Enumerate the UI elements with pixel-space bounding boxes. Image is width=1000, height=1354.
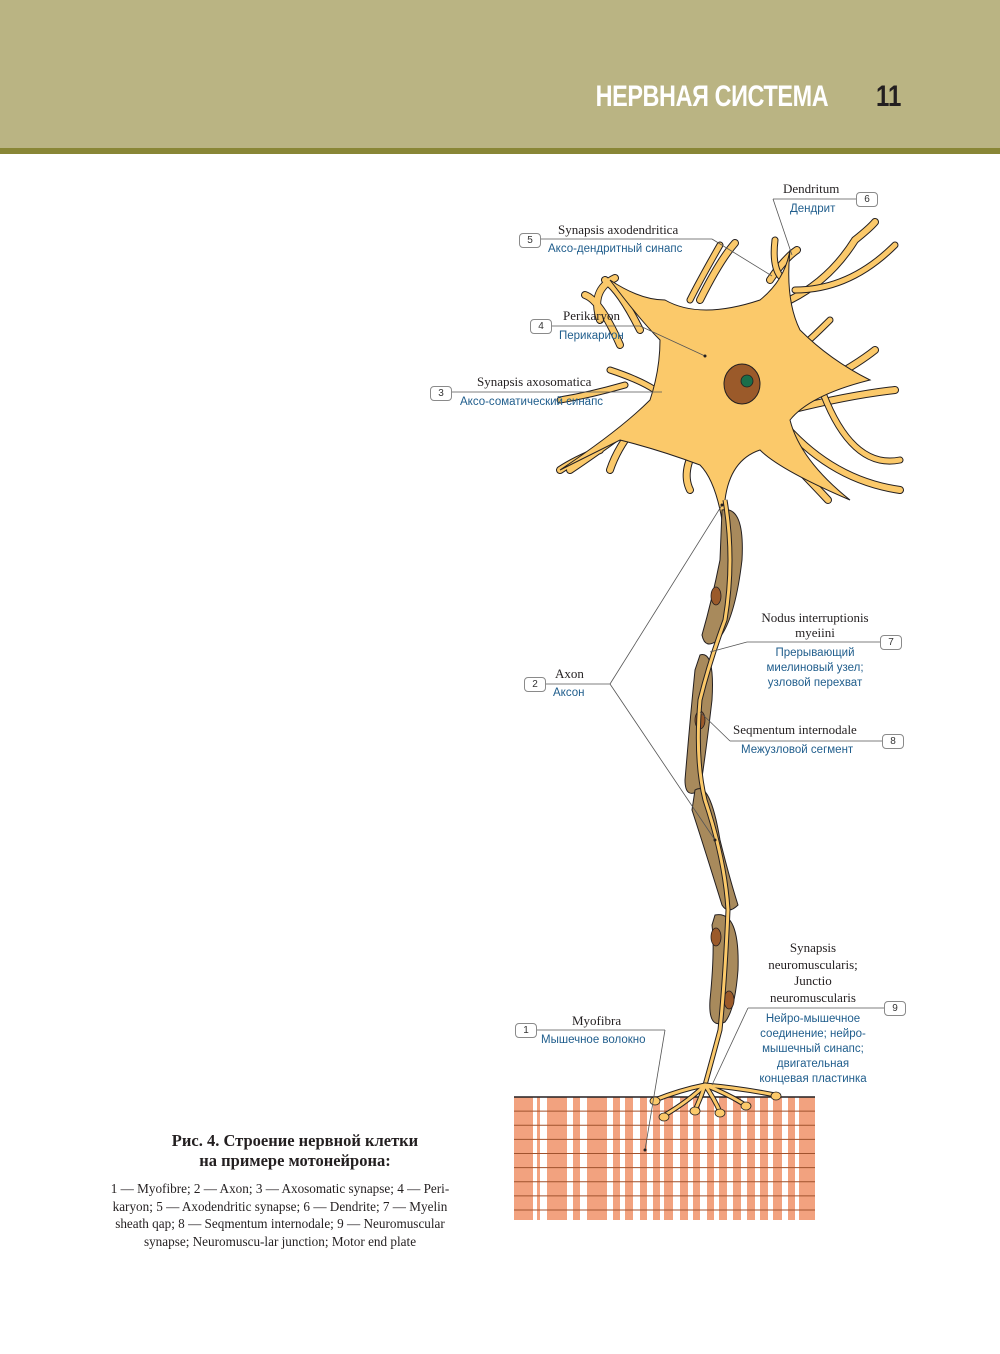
label-axon-latin: Axon	[555, 666, 584, 681]
label-nodus-russian-line: Прерывающий	[775, 647, 855, 659]
label-nodus-russian-line: узловой перехват	[767, 677, 863, 689]
label-seqmentum-latin: Seqmentum internodale	[733, 722, 857, 737]
label-nodus-russian-line: миелиновый узел;	[766, 662, 864, 674]
label-neuromuscular-russian-line: Нейро-мышечное	[765, 1013, 861, 1025]
muscle-fibre	[514, 1096, 815, 1220]
label-number-9: 9	[884, 1001, 906, 1016]
caption-title-line: на примере мотонейрона:	[199, 1151, 391, 1170]
label-nodus-latin-line: Nodus interruptionis	[761, 610, 869, 625]
muscle-i-band	[795, 1097, 799, 1220]
label-number-3: 3	[430, 386, 452, 401]
muscle-i-band	[580, 1097, 587, 1220]
muscle-i-band	[673, 1097, 680, 1220]
label-neuromuscular-russian-line: двигательная	[776, 1058, 850, 1070]
header-rule	[0, 148, 1000, 154]
label-synapsis-axodendritica-russian: Аксо-дендритный синапс	[548, 243, 683, 255]
caption-title-line: Рис. 4. Строение нервной клетки	[171, 1131, 419, 1150]
muscle-i-band	[620, 1097, 625, 1220]
label-neuromuscular-russian-line: мышечный синапс;	[762, 1043, 864, 1055]
label-number-6: 6	[856, 192, 878, 207]
axon-core	[696, 499, 732, 1086]
leader-dots	[643, 354, 724, 1152]
label-synapsis-axosomatica-russian: Аксо-соматический синапс	[460, 396, 604, 408]
label-nodus-russian: Прерывающий миелиновый узел; узловой пер…	[740, 646, 890, 691]
label-neuromuscular-russian-line: соединение; нейро-	[760, 1028, 866, 1040]
muscle-i-band	[660, 1097, 664, 1220]
label-synapsis-axosomatica-latin: Synapsis axosomatica	[477, 374, 592, 389]
muscle-i-band	[533, 1097, 537, 1220]
muscle-i-band	[647, 1097, 653, 1220]
label-seqmentum-russian: Межузловой сегмент	[741, 744, 854, 756]
label-number-4: 4	[530, 319, 552, 334]
muscle-i-band	[700, 1097, 707, 1220]
label-nodus-latin-line: myeiini	[795, 625, 835, 640]
label-number-5: 5	[519, 233, 541, 248]
nucleolus	[740, 374, 754, 388]
page-number: 11	[876, 80, 902, 113]
header-band	[0, 0, 1000, 148]
muscle-i-band	[782, 1097, 788, 1220]
caption-title: Рис. 4. Строение нервной клетки на приме…	[100, 1131, 490, 1171]
label-synapsis-neuromuscularis-latin: Synapsis neuromuscularis; Junctio neurom…	[738, 940, 888, 1006]
muscle-i-band	[727, 1097, 733, 1220]
label-axon-russian: Аксон	[553, 687, 585, 699]
label-neuromuscular-latin-line: Junctio	[794, 973, 832, 988]
caption-body-line: sheath qap; 8 — Seqmentum internodale; 9…	[115, 1216, 445, 1231]
label-number-1: 1	[515, 1023, 537, 1038]
muscle-i-band	[714, 1097, 719, 1220]
muscle-i-band	[540, 1097, 547, 1220]
label-nodus-latin: Nodus interruptionis myeiini	[740, 610, 890, 640]
label-perikaryon-russian: Перикарион	[559, 330, 624, 342]
label-number-8: 8	[882, 734, 904, 749]
chapter-title: НЕРВНАЯ СИСТЕМА	[595, 80, 828, 113]
perikaryon-soma	[559, 249, 872, 521]
label-dendritum-latin: Dendritum	[783, 181, 840, 196]
label-neuromuscular-latin-line: neuromuscularis	[770, 989, 856, 1005]
leader-lines	[452, 198, 884, 1151]
caption-body-line: 1 — Myofibre; 2 — Axon; 3 — Axosomatic s…	[110, 1181, 450, 1196]
label-neuromuscular-russian-line: концевая пластинка	[759, 1073, 867, 1085]
label-neuromuscular-latin-line: neuromuscularis;	[768, 956, 858, 972]
label-synapsis-neuromuscularis-russian: Нейро-мышечное соединение; нейро- мышечн…	[738, 1012, 888, 1087]
caption-body-line: karyon; 5 — Axodendritic synapse; 6 — De…	[112, 1198, 448, 1214]
label-myofibra-latin: Myofibra	[572, 1013, 622, 1028]
label-dendritum-russian: Дендрит	[790, 203, 836, 215]
muscle-i-band	[688, 1097, 693, 1220]
motor-end-plate	[649, 1082, 782, 1122]
label-neuromuscular-latin-line: Synapsis	[789, 940, 837, 955]
myelin-sheath	[684, 509, 743, 1025]
muscle-i-band	[607, 1097, 613, 1220]
label-number-2: 2	[524, 677, 546, 692]
muscle-i-band	[741, 1097, 747, 1220]
muscle-i-band	[633, 1097, 640, 1220]
caption-body-line: synapse; Neuromuscu-lar junction; Motor …	[143, 1233, 417, 1249]
muscle-i-band	[567, 1097, 573, 1220]
label-number-7: 7	[880, 635, 902, 650]
label-perikaryon-latin: Perikaryon	[563, 308, 621, 323]
muscle-i-band	[755, 1097, 760, 1220]
label-myofibra-russian: Мышечное волокно	[541, 1034, 646, 1046]
label-synapsis-axodendritica-latin: Synapsis axodendritica	[558, 222, 679, 237]
caption-body: 1 — Myofibre; 2 — Axon; 3 — Axosomatic s…	[80, 1180, 480, 1250]
muscle-i-band	[768, 1097, 773, 1220]
